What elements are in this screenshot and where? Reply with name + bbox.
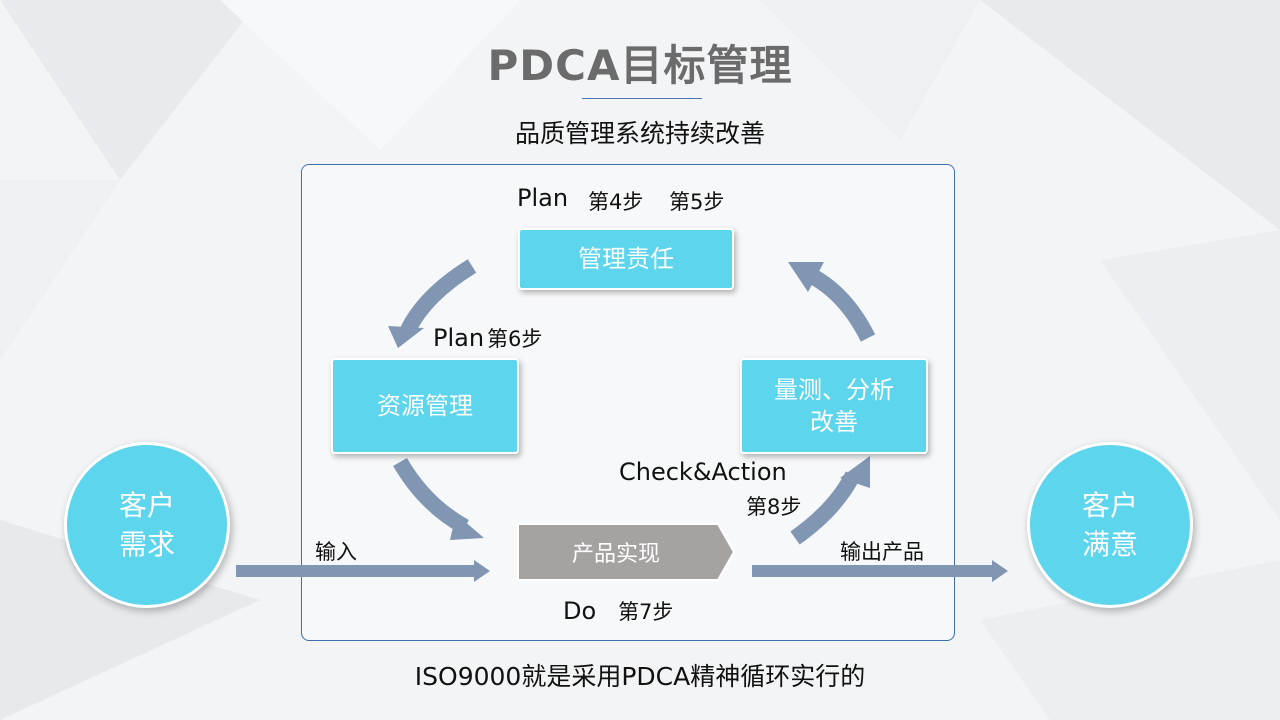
title-divider xyxy=(582,98,702,99)
customer-need-circle: 客户 需求 xyxy=(64,442,230,608)
step5-label: 第5步 xyxy=(669,190,725,214)
plan-left-label: Plan xyxy=(433,324,485,352)
management-label: 管理责任 xyxy=(578,244,674,273)
resource-box: 资源管理 xyxy=(331,358,519,454)
check-action-label: Check&Action xyxy=(619,458,787,486)
arrow-measure-to-plan xyxy=(804,266,876,342)
page-title: PDCA目标管理 xyxy=(487,41,793,90)
step6-label: 第6步 xyxy=(487,327,543,351)
measure-label-line2: 改善 xyxy=(810,408,858,436)
product-label: 产品实现 xyxy=(571,542,660,567)
arrow-head-resource-to-product xyxy=(450,514,484,540)
measure-label-line1: 量测、分析 xyxy=(774,375,894,404)
resource-label: 资源管理 xyxy=(377,391,473,420)
arrow-plan-to-resource xyxy=(400,259,477,334)
product-shape xyxy=(517,523,736,581)
do-label: Do xyxy=(563,597,597,625)
arrow-input-head xyxy=(474,560,490,582)
page-subtitle: 品质管理系统持续改善 xyxy=(514,119,765,148)
input-label: 输入 xyxy=(315,540,357,564)
output-label: 输出产品 xyxy=(840,540,924,564)
customer-need-line1: 客户 xyxy=(118,488,175,522)
plan-top-label: Plan xyxy=(517,184,569,212)
measure-box: 量测、分析 改善 xyxy=(740,358,928,454)
management-box: 管理责任 xyxy=(518,228,734,290)
step8-label: 第8步 xyxy=(746,495,802,519)
customer-sat-line1: 客户 xyxy=(1081,488,1138,522)
footer-text: ISO9000就是采用PDCA精神循环实行的 xyxy=(414,662,866,691)
arrow-head-measure-to-plan xyxy=(788,262,824,292)
arrow-head-product-to-measure xyxy=(840,456,870,488)
step7-label: 第7步 xyxy=(618,600,674,624)
customer-sat-line2: 满意 xyxy=(1081,528,1138,561)
arrow-product-to-measure xyxy=(790,471,861,545)
arrow-output-head xyxy=(992,560,1008,582)
arrow-output-shaft xyxy=(752,565,994,577)
customer-need-line2: 需求 xyxy=(118,528,175,561)
arrow-input-shaft xyxy=(236,565,476,577)
step4-label: 第4步 xyxy=(588,190,644,214)
customer-satisfaction-circle: 客户 满意 xyxy=(1027,442,1193,608)
arrow-head-plan-to-resource xyxy=(388,326,424,348)
